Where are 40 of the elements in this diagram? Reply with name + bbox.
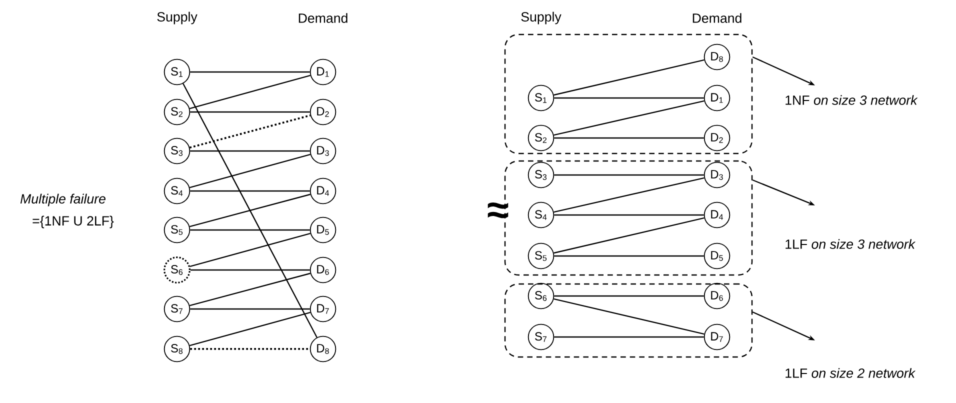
approx-symbol: ≈: [488, 202, 508, 218]
link-line: [554, 100, 704, 136]
link-line: [554, 298, 704, 335]
column-header: Supply: [157, 12, 198, 24]
link-line: [554, 97, 704, 99]
annotation-text: 1NF on size 3 network: [786, 95, 918, 105]
group-box: [504, 34, 753, 154]
link-line: [190, 269, 310, 271]
column-header: Demand: [298, 13, 348, 23]
link-line: [554, 255, 704, 257]
link-line: [190, 71, 310, 73]
column-header: Supply: [521, 12, 562, 24]
link-line: [554, 174, 704, 176]
link-line: [190, 308, 310, 310]
annotation-text: 1LF on size 3 network: [786, 239, 916, 249]
link-line: [190, 111, 310, 113]
link-line: [189, 114, 311, 149]
link-line: [190, 190, 310, 192]
link-line: [190, 348, 310, 350]
link-line: [554, 295, 704, 297]
label-text: ={1NF U 2LF}: [32, 216, 114, 228]
link-line: [190, 194, 310, 228]
annotation-text: 1LF on size 2 network: [786, 368, 916, 378]
label-text: Multiple failure: [20, 194, 106, 206]
link-line: [190, 229, 310, 231]
link-line: [190, 312, 310, 346]
link-line: [554, 177, 704, 213]
link-line: [554, 214, 704, 216]
link-line: [554, 336, 704, 338]
link-line: [554, 217, 704, 254]
link-line: [190, 272, 310, 306]
link-line: [554, 137, 704, 139]
link-line: [190, 232, 310, 268]
link-line: [190, 150, 310, 152]
link-line: [554, 59, 704, 96]
link-line: [190, 74, 310, 110]
column-header: Demand: [692, 13, 742, 23]
link-line: [190, 154, 310, 188]
link-line: [182, 83, 318, 338]
group-box: [504, 283, 753, 358]
